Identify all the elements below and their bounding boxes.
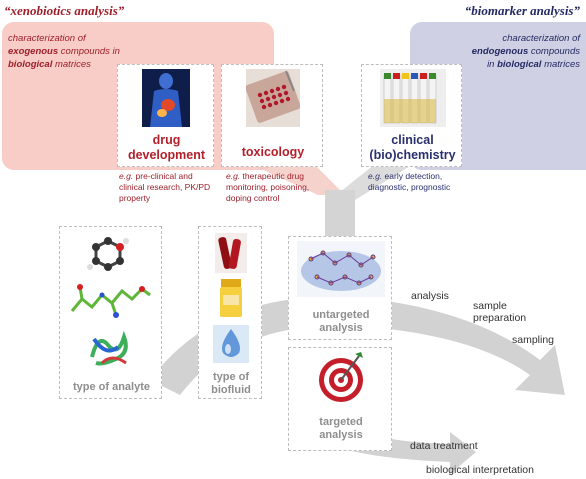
targeted-analysis-box: targeted analysis [288,347,392,451]
small-molecule-image [87,237,129,271]
protein-image [88,327,132,367]
untargeted-analysis-box: untargeted analysis [288,236,392,340]
drug-development-examples: e.g. pre-clinical and clinical research,… [119,171,211,203]
peptide-image [70,284,151,318]
step-sampling: sampling [512,334,555,346]
clinical-biochemistry-label: clinical (bio)chemistry [369,133,456,162]
toxicology-examples: e.g. therapeutic drug monitoring, poison… [226,171,310,203]
urine-sample-image [220,279,242,317]
targeted-analysis-label: targeted analysis [319,416,363,441]
clinical-biochemistry-box: clinical (bio)chemistry [361,64,462,167]
clinical-examples: e.g. early detection, diagnostic, progno… [368,171,451,192]
fluid-drop-image [213,325,249,363]
biomarker-title: “biomarker analysis” [464,3,580,18]
xenobiotics-description: characterization of exogenous compounds … [8,33,120,70]
step-analysis: analysis [411,290,449,302]
biofluid-label: type of biofluid [211,371,251,396]
target-icon [319,352,363,402]
drug-development-box: drug development [117,64,214,167]
metabolic-pathway-image [297,241,385,297]
blood-tubes-image [215,233,247,273]
analyte-label: type of analyte [72,381,151,393]
biomarker-description: characterization of endogenous compounds… [471,33,580,70]
step-data-treatment: data treatment [410,440,478,452]
step-sample-preparation: sample preparation [473,300,527,324]
toxicology-box: toxicology [221,64,323,167]
xenobiotics-title: “xenobiotics analysis” [4,3,125,18]
toxicology-label: toxicology [241,145,305,159]
sample-tubes-image [380,69,446,127]
analyte-box: type of analyte [59,226,162,399]
body-scan-image [142,69,190,127]
drug-development-label: drug development [127,133,206,162]
step-biological-interpretation: biological interpretation [426,464,534,476]
sample-plate-image [246,69,300,127]
untargeted-analysis-label: untargeted analysis [312,309,370,334]
biofluid-box: type of biofluid [198,226,262,399]
